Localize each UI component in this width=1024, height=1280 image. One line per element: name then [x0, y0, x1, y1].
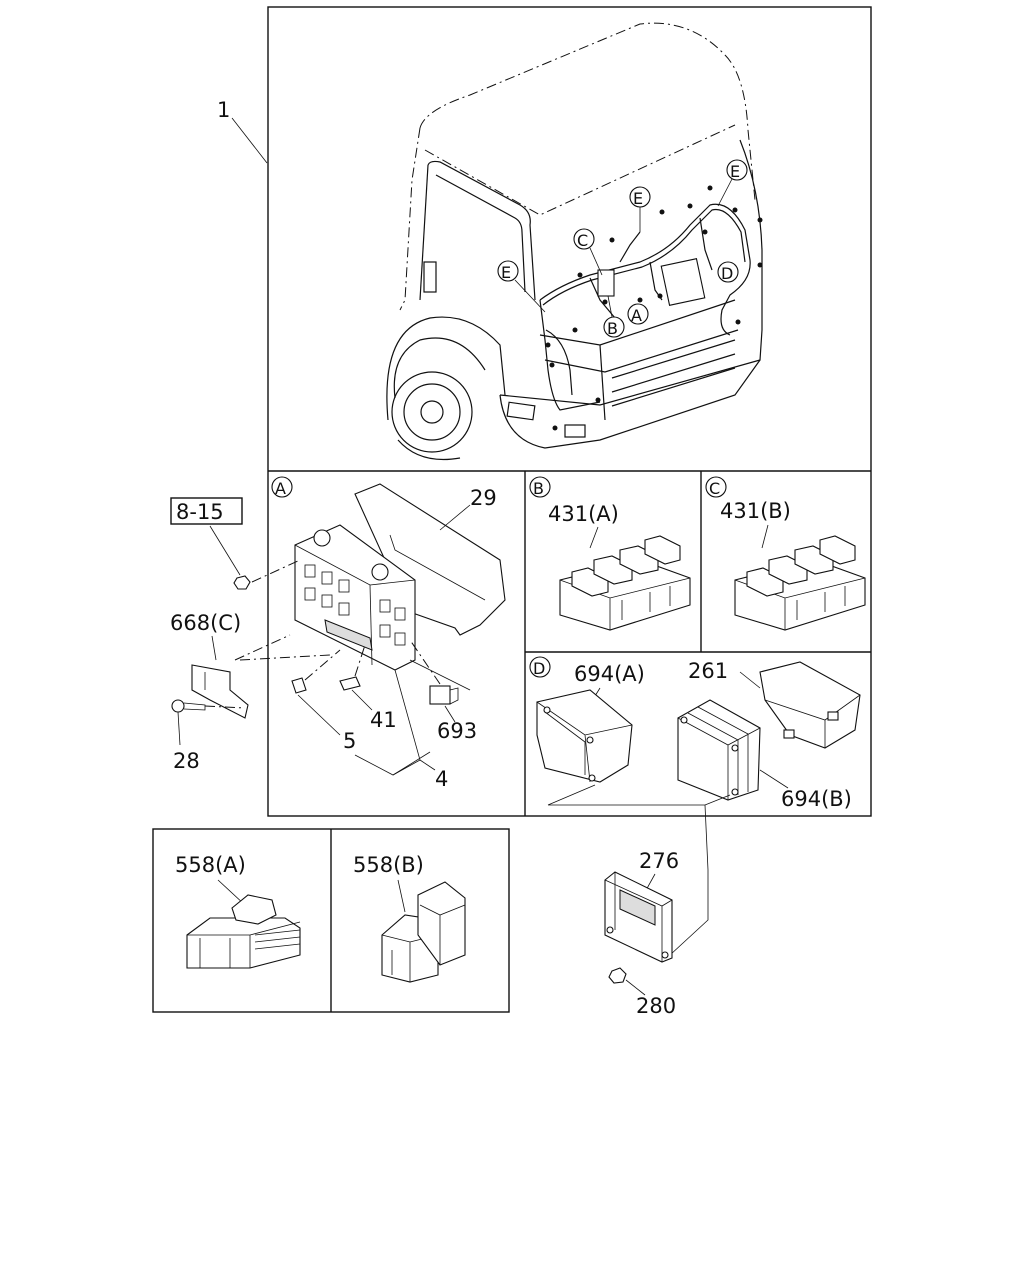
relay-block-431b [734, 535, 866, 631]
part-guide-line [354, 644, 366, 677]
marker-e-left: E [497, 260, 546, 313]
callout-280: 280 [636, 994, 676, 1018]
panel-c-marker: C [705, 476, 727, 498]
part-guide-line [409, 639, 441, 685]
callout-558b-leader [397, 879, 406, 913]
callout-693-leader [444, 705, 456, 723]
callout-5-leader [297, 694, 341, 736]
ecu-cover-261 [759, 661, 861, 749]
callout-431b: 431(B) [720, 499, 791, 523]
callout-280-leader [625, 979, 646, 996]
svg-text:D: D [721, 264, 733, 283]
ecu-holder-694a [536, 689, 633, 783]
callout-261-leader [739, 671, 761, 689]
nut-280-icon [608, 967, 627, 984]
part-5-icon [291, 677, 307, 694]
bracket-guide-line [239, 654, 331, 661]
marker-b: B [603, 295, 625, 338]
svg-text:B: B [607, 319, 618, 338]
callout-28: 28 [173, 749, 200, 773]
svg-text:D: D [533, 659, 545, 678]
part-41-icon [339, 676, 361, 691]
marker-d: D [717, 261, 739, 283]
callout-694b-leader [759, 769, 789, 789]
callout-4: 4 [435, 767, 448, 791]
callout-431b-leader [761, 524, 769, 549]
callout-4-leader [354, 669, 421, 776]
fuse-box-block [294, 524, 416, 671]
svg-text:E: E [730, 162, 740, 181]
svg-text:B: B [533, 479, 544, 498]
callout-1-leader [231, 117, 268, 164]
callout-693-leader [409, 659, 471, 691]
svg-text:E: E [501, 263, 511, 282]
callout-431a-leader [589, 526, 599, 549]
ecu-holder-694b [677, 699, 761, 801]
part-guide-line [304, 649, 341, 681]
callout-5: 5 [343, 729, 356, 753]
ecu-276 [604, 871, 673, 963]
callout-668c: 668(C) [170, 611, 241, 635]
svg-text:A: A [275, 479, 286, 498]
bolt-guide-line [204, 705, 246, 709]
callout-431a: 431(A) [548, 502, 619, 526]
ref-8-15-box [170, 497, 243, 525]
callout-41-leader [351, 689, 373, 711]
svg-text:C: C [577, 231, 588, 250]
ecu-276-leader [669, 804, 709, 956]
relay-block-431a [559, 535, 691, 631]
bracket-668c [191, 664, 249, 719]
nut-guide-line [251, 559, 301, 583]
marker-c: C [573, 228, 603, 276]
callout-28-leader [177, 711, 181, 746]
main-panel-frame [267, 6, 872, 817]
callout-694b: 694(B) [781, 787, 852, 811]
callout-261: 261 [688, 659, 728, 683]
panel-d-marker: D [529, 656, 551, 678]
truck-cab-illustration [386, 22, 763, 461]
callout-8-15: 8-15 [176, 500, 224, 524]
callout-694a: 694(A) [574, 662, 645, 686]
nut-icon [233, 575, 251, 590]
bracket-guide-line [234, 634, 291, 661]
callout-668c-leader [211, 635, 217, 661]
marker-a: A [627, 303, 649, 325]
callout-29: 29 [470, 486, 497, 510]
callout-4-leader [419, 759, 436, 771]
callout-29-leader [439, 504, 471, 531]
marker-e-top: E [629, 186, 651, 232]
panel-a-marker: A [271, 476, 293, 498]
callout-41: 41 [370, 708, 397, 732]
callout-4-leader [392, 751, 431, 776]
relay-693-icon [429, 685, 459, 705]
callout-558a: 558(A) [175, 853, 246, 877]
connector-558a [186, 894, 301, 969]
bolt-28-icon [171, 699, 206, 713]
callout-693: 693 [437, 719, 477, 743]
svg-text:E: E [633, 189, 643, 208]
ref-8-15-leader [209, 525, 241, 576]
marker-e-right: E [717, 159, 748, 207]
callout-276: 276 [639, 849, 679, 873]
panel-b-marker: B [529, 476, 551, 498]
callout-558b: 558(B) [353, 853, 424, 877]
svg-text:C: C [709, 479, 720, 498]
svg-text:A: A [631, 306, 642, 325]
callout-1: 1 [217, 98, 230, 122]
connector-558b [381, 881, 466, 983]
